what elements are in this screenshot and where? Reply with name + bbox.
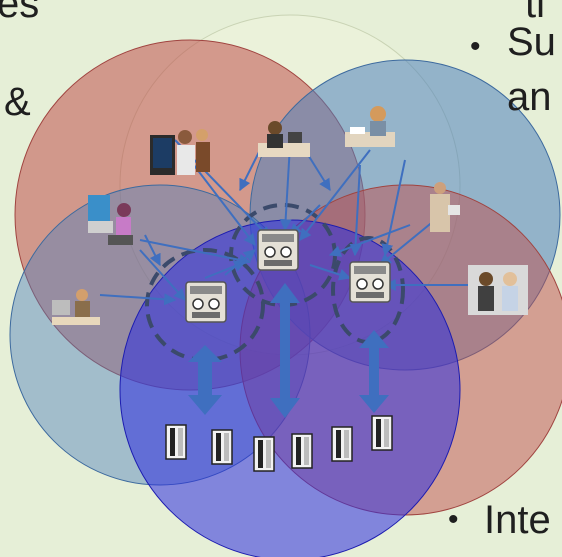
server-icon — [165, 424, 187, 460]
text-fragment-an: an — [507, 75, 552, 119]
switch-right-icon — [349, 261, 391, 303]
server-icon — [291, 433, 313, 469]
uplink-left — [188, 345, 222, 415]
servers — [165, 415, 393, 472]
server-icon — [253, 436, 275, 472]
bullet-int: • — [448, 503, 459, 536]
user-desk-icon — [52, 289, 100, 325]
server-icon — [331, 426, 353, 462]
uplink-arrows — [188, 283, 389, 418]
text-fragment-int: Inte — [484, 498, 551, 542]
user-headset-icon — [258, 121, 310, 157]
user-pair-icon — [150, 129, 210, 175]
uplink-center — [270, 283, 300, 418]
user-pair-icon-2 — [468, 265, 528, 315]
switches — [185, 229, 391, 323]
text-fragment-su: Su — [507, 20, 556, 64]
user-monitor-icon — [88, 195, 133, 245]
text-fragment-amp: & — [4, 80, 31, 124]
switch-left-icon — [185, 281, 227, 323]
text-fragment-ti: ti — [525, 0, 545, 26]
uplink-right — [359, 330, 389, 413]
server-icon — [371, 415, 393, 451]
server-icon — [211, 429, 233, 465]
connection-arrows — [99, 139, 470, 306]
bullet-su: • — [470, 30, 481, 63]
user-phone-icon — [345, 106, 395, 147]
switch-center-icon — [257, 229, 299, 271]
user-standing-icon — [430, 182, 460, 232]
text-fragment-es: es — [0, 0, 40, 26]
users — [52, 106, 528, 325]
